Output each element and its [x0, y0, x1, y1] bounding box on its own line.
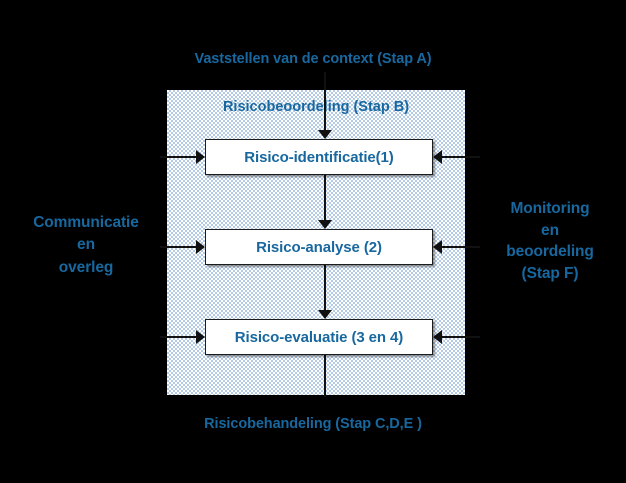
arrow-monitoring-to-identification-line	[442, 156, 480, 158]
process-box-risk-identification: Risico-identificatie(1)	[205, 139, 433, 175]
process-box-risk-evaluation-label: Risico-evaluatie (3 en 4)	[234, 328, 404, 346]
monitoring-label: Monitoring en beoordeling (Stap F)	[506, 200, 594, 283]
process-box-risk-analysis-label: Risico-analyse (2)	[256, 238, 382, 256]
flow-arrow-context-to-identification-head	[318, 130, 332, 139]
process-box-risk-analysis: Risico-analyse (2)	[205, 229, 433, 265]
context-label: Vaststellen van de context (Stap A)	[194, 51, 432, 67]
arrow-communication-to-evaluation-head	[196, 330, 205, 344]
flow-arrow-evaluation-to-treatment-line	[324, 355, 326, 397]
flow-arrow-analysis-to-evaluation-head	[318, 310, 332, 319]
arrow-monitoring-to-evaluation-line	[442, 336, 480, 338]
arrow-communication-to-analysis-line	[160, 246, 198, 248]
arrow-monitoring-to-evaluation-head	[433, 330, 442, 344]
arrow-communication-to-identification-line	[160, 156, 198, 158]
communication-label: Communicatie en overleg	[33, 214, 139, 276]
flow-arrow-analysis-to-evaluation-line	[324, 265, 326, 310]
process-box-risk-evaluation: Risico-evaluatie (3 en 4)	[205, 319, 433, 355]
arrow-communication-to-analysis-head	[196, 240, 205, 254]
flow-arrow-identification-to-analysis-line	[324, 175, 326, 220]
arrow-communication-to-evaluation-line	[160, 336, 198, 338]
flow-arrow-context-to-identification-line	[324, 72, 326, 132]
process-box-risk-identification-label: Risico-identificatie(1)	[244, 148, 394, 166]
risk-treatment-label: Risicobehandeling (Stap C,D,E )	[204, 416, 422, 432]
flow-arrow-identification-to-analysis-head	[318, 220, 332, 229]
risk-assessment-title: Risicobeoordeling (Stap B)	[222, 99, 410, 115]
arrow-monitoring-to-analysis-line	[442, 246, 480, 248]
arrow-monitoring-to-identification-head	[433, 150, 442, 164]
arrow-monitoring-to-analysis-head	[433, 240, 442, 254]
arrow-communication-to-identification-head	[196, 150, 205, 164]
